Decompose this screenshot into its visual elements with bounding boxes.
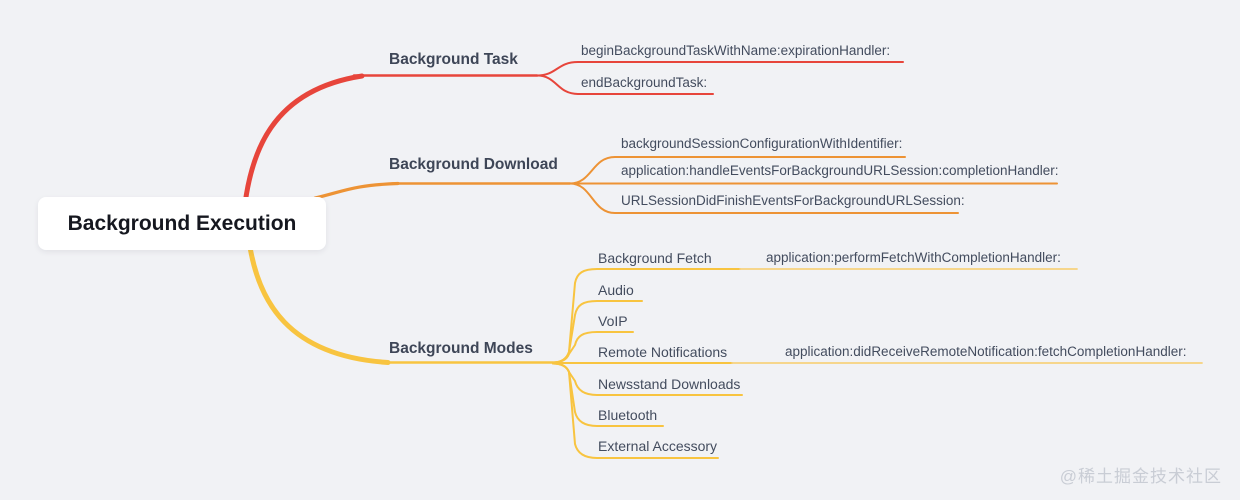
root-node[interactable]: Background Execution: [38, 197, 326, 250]
branch-modes-sub-lines: [731, 268, 1203, 364]
download-child-session-configuration[interactable]: backgroundSessionConfigurationWithIdenti…: [621, 136, 903, 151]
task-child-begin-background-task[interactable]: beginBackgroundTaskWithName:expirationHa…: [581, 43, 891, 58]
download-child-did-finish-events[interactable]: URLSessionDidFinishEventsForBackgroundUR…: [621, 193, 965, 208]
mode-audio[interactable]: Audio: [598, 282, 634, 298]
branch-task-label[interactable]: Background Task: [389, 51, 518, 68]
mode-voip[interactable]: VoIP: [598, 313, 628, 329]
branch-modes-lines: [247, 244, 743, 459]
mode-background-fetch[interactable]: Background Fetch: [598, 250, 712, 266]
task-child-end-background-task[interactable]: endBackgroundTask:: [581, 75, 708, 90]
mode-remote-notifications[interactable]: Remote Notifications: [598, 344, 728, 360]
branch-download-lines: [313, 156, 1058, 214]
mode-bluetooth[interactable]: Bluetooth: [598, 407, 658, 423]
mode-external-accessory[interactable]: External Accessory: [598, 438, 718, 454]
watermark: @稀土掘金技术社区: [1059, 467, 1222, 486]
branch-modes-label[interactable]: Background Modes: [389, 340, 533, 357]
branch-download-label[interactable]: Background Download: [389, 156, 558, 173]
remote-notification-handler-leaf[interactable]: application:didReceiveRemoteNotification…: [785, 344, 1187, 359]
fetch-handler-leaf[interactable]: application:performFetchWithCompletionHa…: [766, 250, 1061, 265]
mode-newsstand-downloads[interactable]: Newsstand Downloads: [598, 376, 741, 392]
download-child-handle-events[interactable]: application:handleEventsForBackgroundURL…: [621, 163, 1059, 178]
